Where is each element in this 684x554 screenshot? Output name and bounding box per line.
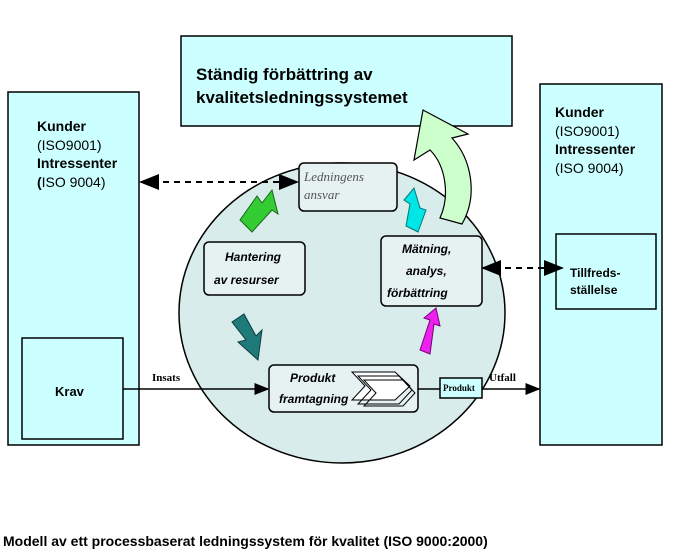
improvement-arrow-icon (413, 109, 472, 225)
left-kunder-label: Kunder (37, 118, 87, 134)
hantering-line2: av resurser (214, 273, 280, 287)
green-cycle-arrow-icon (239, 188, 279, 233)
left-iso9004-label: (ISO 9004) (37, 174, 106, 190)
tillfreds-line2: ställelse (570, 283, 618, 297)
figure-caption: Modell av ett processbaserat ledningssys… (3, 533, 488, 549)
produkt-output-label: Produkt (443, 383, 475, 393)
ledningens-ansvar-box (298, 162, 398, 212)
right-intressenter-label: Intressenter (555, 141, 636, 157)
ledningens-line2: ansvar (304, 187, 340, 202)
produkt-output-box (439, 377, 483, 399)
matning-line1: Mätning, (402, 242, 451, 256)
insats-label: Insats (152, 372, 181, 384)
title-line2: kvalitetsledningssystemet (196, 88, 408, 107)
krav-label: Krav (55, 384, 85, 399)
ledningens-line1: Ledningens (303, 169, 364, 184)
produkt-line2: framtagning (279, 392, 349, 406)
krav-box (21, 337, 124, 440)
teal-cycle-arrow-icon (231, 313, 263, 362)
magenta-cycle-arrow-icon (419, 307, 441, 355)
left-iso9001-label: (ISO9001) (37, 137, 102, 153)
hantering-resurser-box (203, 241, 306, 296)
chevron-icon (356, 375, 413, 405)
matning-line2: analys, (406, 264, 447, 278)
chevron-icon (362, 379, 416, 407)
right-iso9004-label: (ISO 9004) (555, 160, 623, 176)
title-line1: Ständig förbättring av (196, 65, 373, 84)
cyan-cycle-arrow-icon (403, 186, 427, 233)
utfall-label: Utfall (489, 372, 516, 384)
title-box (180, 35, 513, 127)
matning-line3: förbättring (387, 286, 448, 300)
right-kunder-label: Kunder (555, 104, 605, 120)
tillfreds-line1: Tillfreds- (570, 266, 620, 280)
right-iso9001-label: (ISO9001) (555, 123, 620, 139)
tillfredsstallelse-box (555, 233, 657, 310)
produkt-line1: Produkt (290, 371, 336, 385)
left-intressenter-label: Intressenter (37, 155, 118, 171)
hantering-line1: Hantering (225, 250, 282, 264)
chevron-icon (350, 371, 411, 401)
